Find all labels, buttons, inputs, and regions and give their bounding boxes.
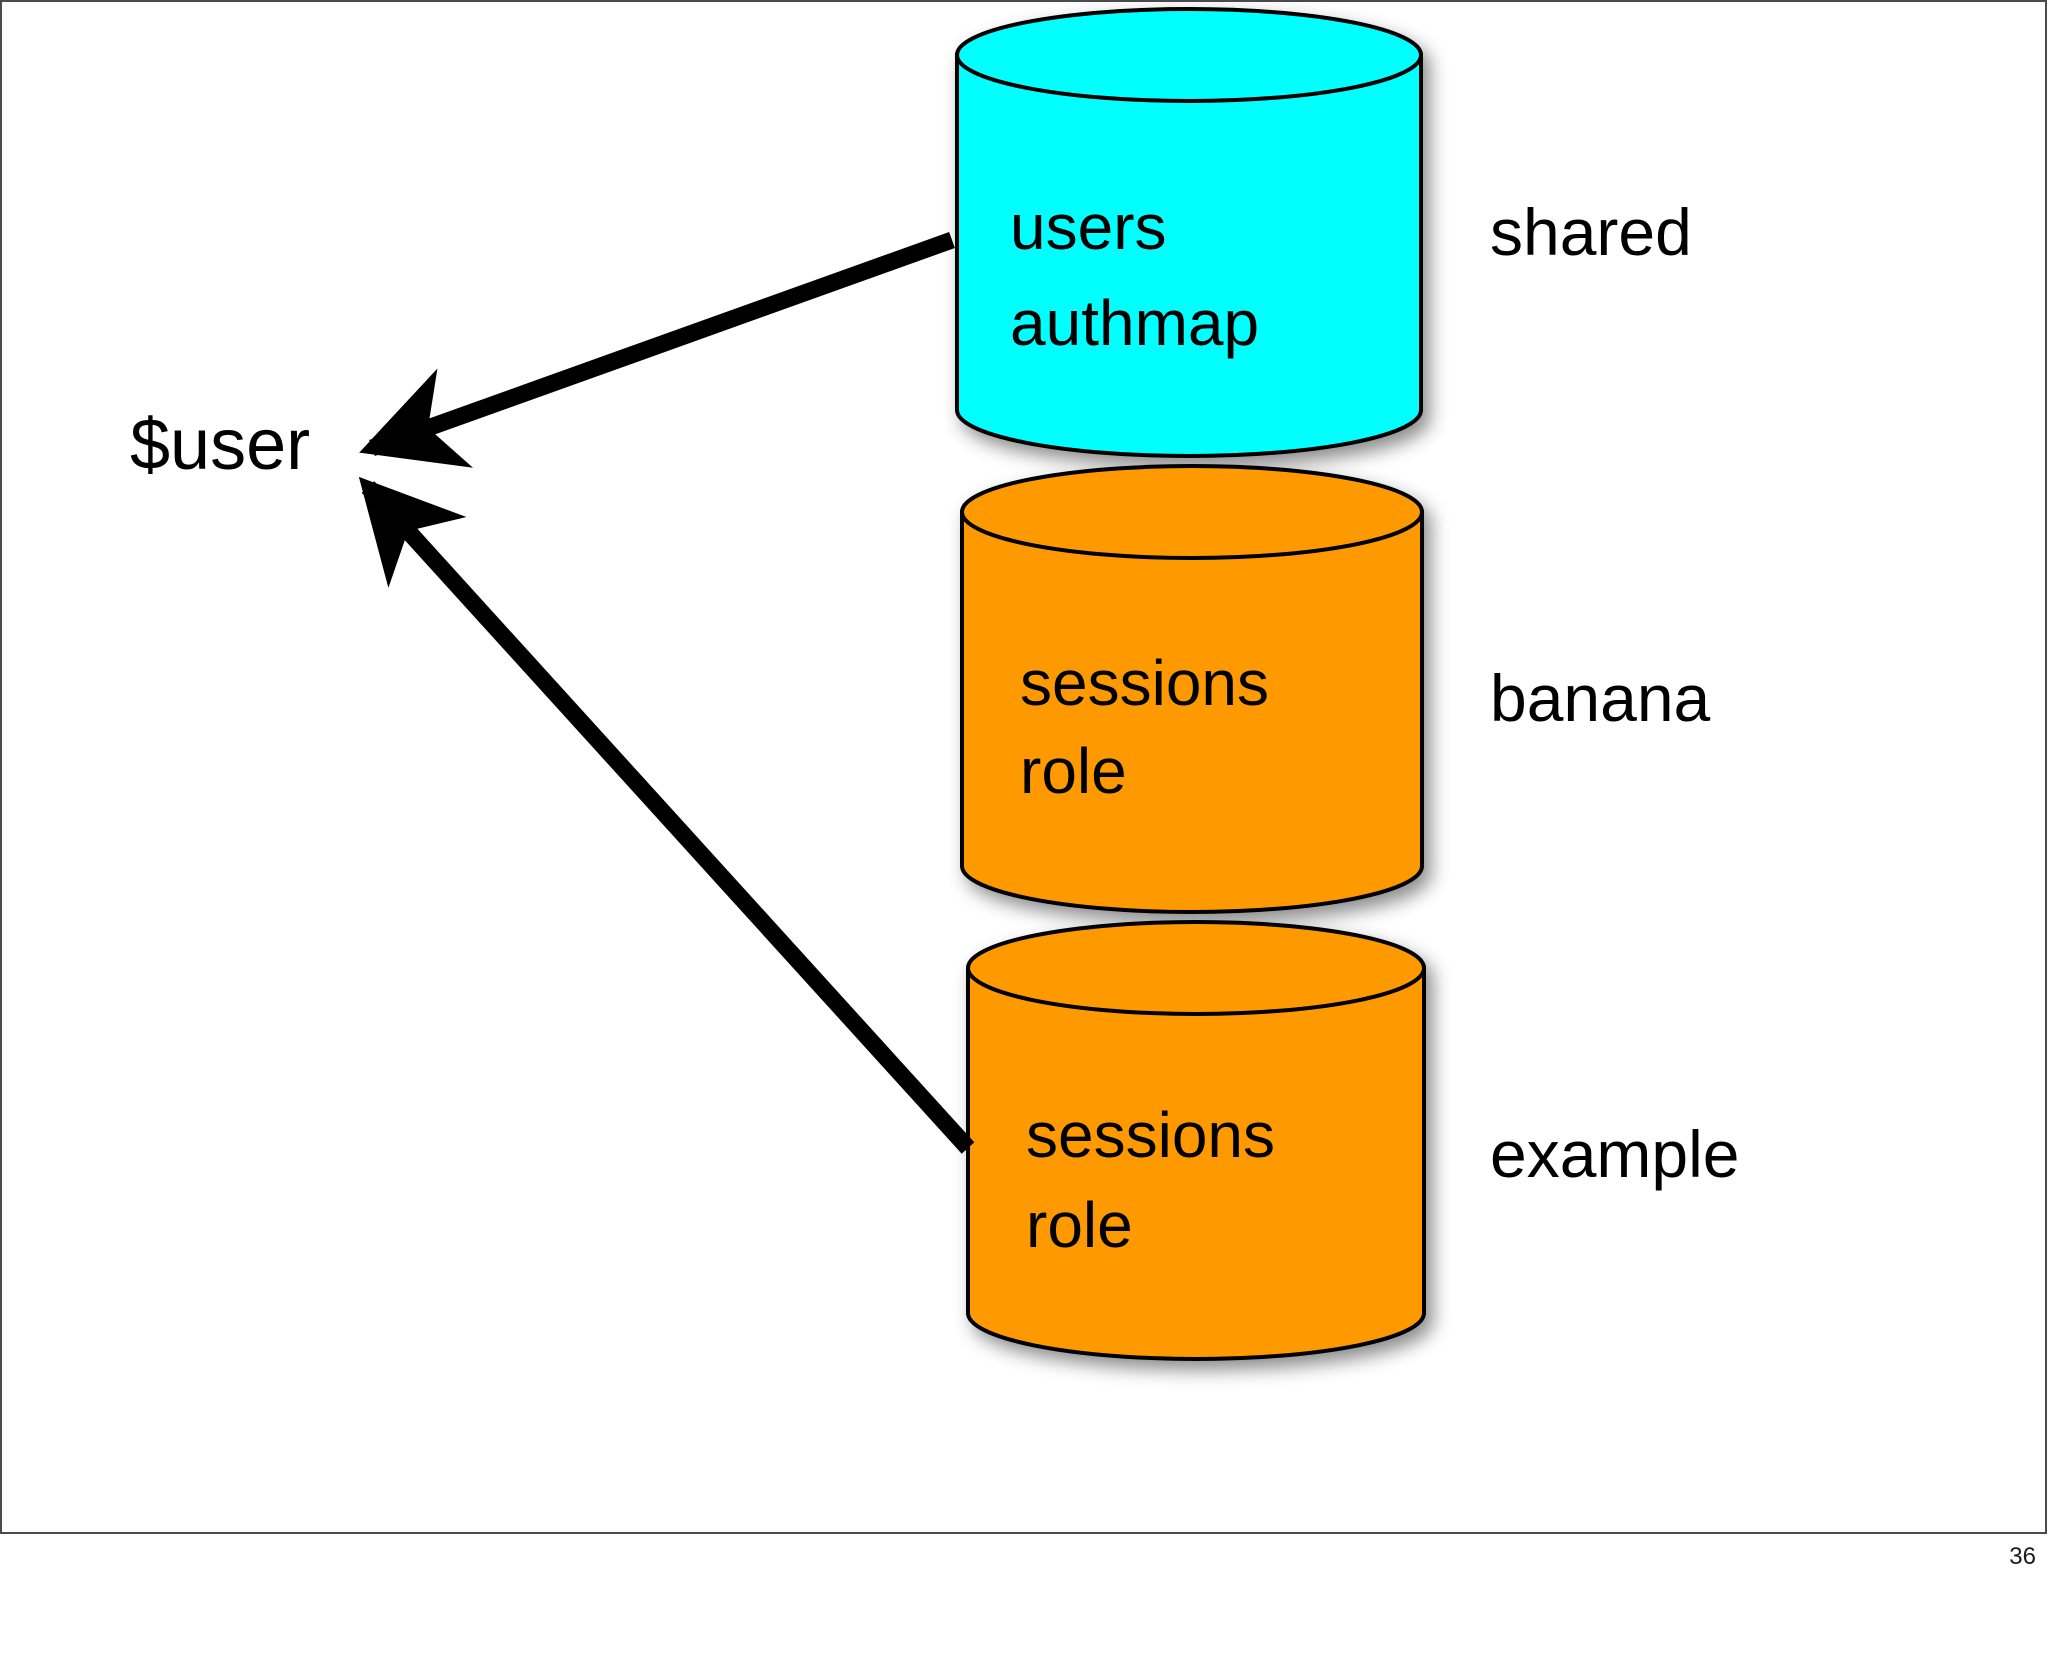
side-label-banana: banana <box>1490 661 1711 735</box>
cylinder-text-example-line2: role <box>1026 1189 1133 1261</box>
cylinder-body-example <box>966 966 1426 1361</box>
arrow-shared-to-user <box>359 231 955 468</box>
cylinder-body-shared <box>955 53 1423 458</box>
cylinder-text-banana-line2: role <box>1020 735 1127 807</box>
cylinder-text-shared-line1: users <box>1010 191 1167 263</box>
cylinder-text-banana-line1: sessions <box>1020 647 1269 719</box>
variable-label-user: $user <box>130 405 311 485</box>
side-label-example: example <box>1490 1117 1740 1191</box>
cylinder-text-shared-line2: authmap <box>1010 287 1260 359</box>
arrow-example-to-user <box>358 476 975 1154</box>
database-cylinder-shared[interactable] <box>955 7 1423 458</box>
cylinder-text-example-line1: sessions <box>1026 1099 1275 1171</box>
database-cylinder-example[interactable] <box>966 920 1426 1361</box>
database-cylinder-banana[interactable] <box>960 464 1424 914</box>
cylinder-top-ellipse-shared <box>955 7 1423 103</box>
cylinder-body-banana <box>960 510 1424 914</box>
page-number: 36 <box>2009 1543 2036 1570</box>
database-diagram <box>358 7 1426 1361</box>
cylinder-top-ellipse-example <box>966 920 1426 1016</box>
cylinder-top-ellipse-banana <box>960 464 1424 560</box>
side-label-shared: shared <box>1490 195 1692 269</box>
